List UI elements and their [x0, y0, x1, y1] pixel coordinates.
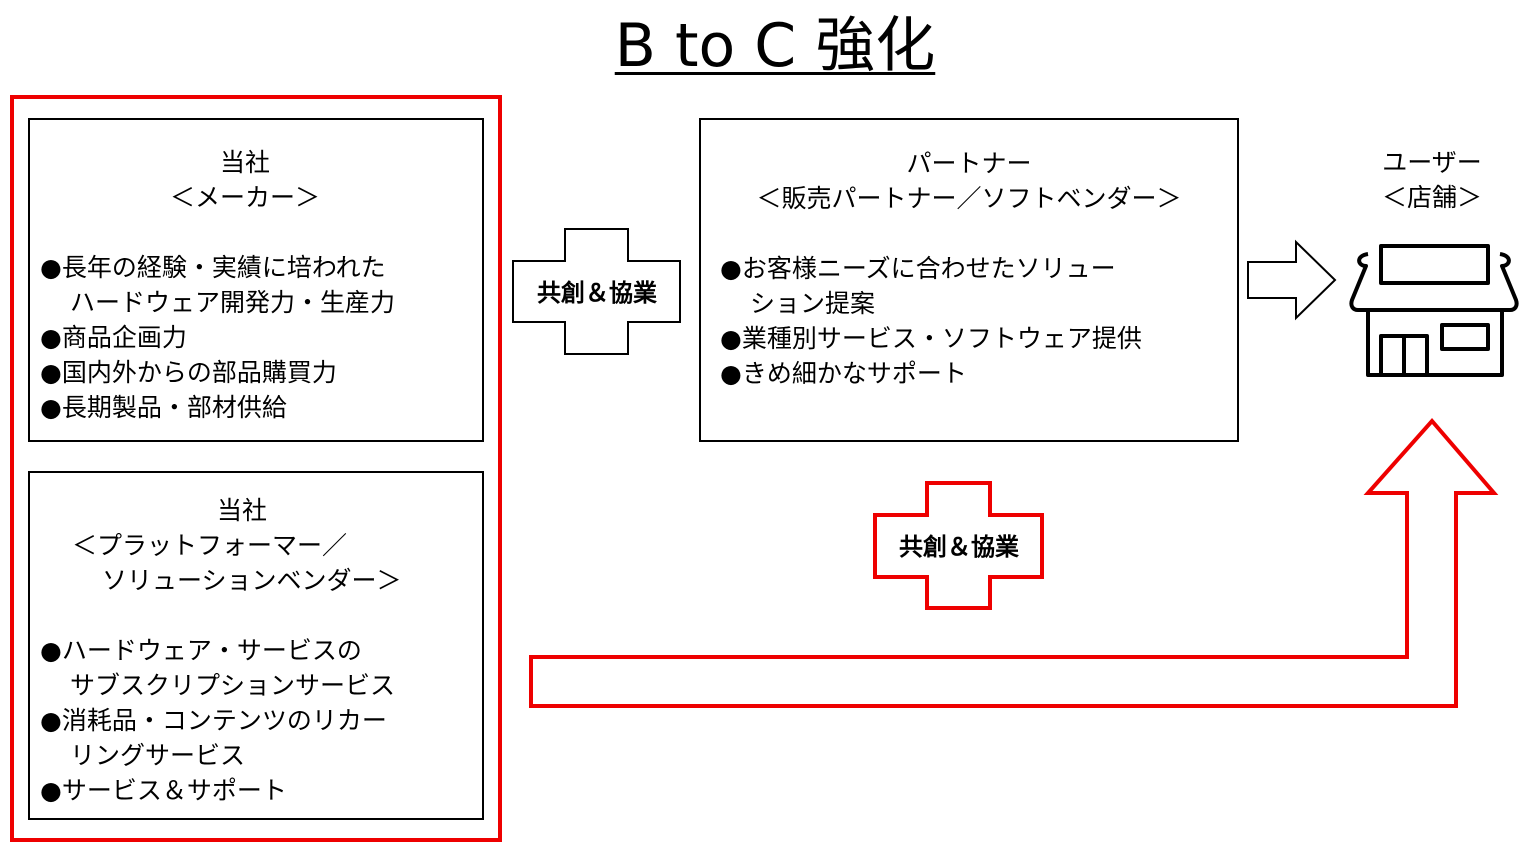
bullet-item: ●長期製品・部材供給 [40, 393, 287, 422]
bullet-item: ション提案 [750, 289, 876, 318]
partner-bullets: ●お客様ニーズに合わせたソリュー ション提案 ●業種別サービス・ソフトウェア提供… [720, 251, 1142, 391]
bullet-item: ハードウェア開発力・生産力 [70, 288, 396, 317]
partner-role-label: ＜販売パートナー／ソフトベンダー＞ [756, 184, 1182, 213]
cross-red-shape [873, 481, 1044, 610]
store-label: ＜店舗＞ [1381, 183, 1482, 212]
bullet-item: ●きめ細かなサポート [720, 359, 967, 388]
maker-role-label: ＜メーカー＞ [169, 183, 320, 212]
maker-box-header: 当社 ＜メーカー＞ [29, 145, 461, 215]
maker-bullets: ●長年の経験・実績に培われた ハードウェア開発力・生産力 ●商品企画力 ●国内外… [40, 250, 395, 425]
company-group-frame [10, 95, 502, 842]
bullet-item: ●商品企画力 [40, 323, 187, 352]
platform-company-label: 当社 [217, 496, 268, 525]
page-title: B to C 強化 [614, 11, 936, 81]
red-up-arrow [529, 417, 1499, 708]
platform-role-label-2: ソリューションベンダー＞ [102, 566, 402, 595]
bullet-item: ●お客様ニーズに合わせたソリュー [720, 254, 1116, 283]
platform-role-label: ＜プラットフォーマー／ [72, 531, 348, 560]
store-icon [1349, 244, 1519, 377]
partner-box [699, 118, 1239, 442]
partner-label: パートナー [906, 149, 1032, 178]
platform-bullets: ●ハードウェア・サービスの サブスクリプションサービス ●消耗品・コンテンツのリ… [40, 633, 395, 808]
maker-company-label: 当社 [219, 148, 270, 177]
bullet-item: ●業種別サービス・ソフトウェア提供 [720, 324, 1142, 353]
platform-box [28, 471, 484, 820]
user-label: ユーザー [1382, 148, 1482, 177]
cross-black-label: 共創＆協業 [537, 279, 657, 307]
bullet-item: ●長年の経験・実績に培われた [40, 253, 386, 282]
bullet-item: ●ハードウェア・サービスの [40, 636, 362, 665]
bullet-item: サブスクリプションサービス [70, 671, 396, 700]
partner-box-header: パートナー ＜販売パートナー／ソフトベンダー＞ [700, 146, 1238, 216]
maker-box [28, 118, 484, 442]
cross-black-shape [512, 228, 681, 355]
right-arrow-icon [1247, 239, 1337, 321]
platform-box-header: 当社 ＜プラットフォーマー／ ソリューションベンダー＞ [72, 493, 402, 598]
cross-red-label: 共創＆協業 [899, 533, 1019, 561]
bullet-item: ●サービス＆サポート [40, 776, 287, 805]
bullet-item: ●国内外からの部品購買力 [40, 358, 337, 387]
bullet-item: リングサービス [70, 741, 246, 770]
user-header: ユーザー ＜店舗＞ [1352, 145, 1512, 215]
bullet-item: ●消耗品・コンテンツのリカー [40, 706, 387, 735]
